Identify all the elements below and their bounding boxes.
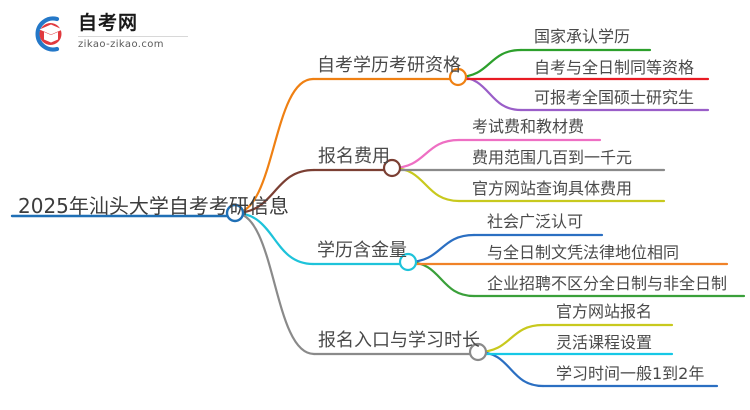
leaf-node-label-1-2[interactable]: 官方网站查询具体费用	[472, 179, 633, 198]
link-root-to-branch-1	[233, 168, 316, 215]
leaf-node-label-0-2[interactable]: 可报考全国硕士研究生	[534, 88, 695, 107]
link-root-to-branch-3	[233, 211, 316, 356]
link-root-to-branch-2	[233, 211, 315, 266]
link-branch-3-to-leaf-0	[476, 323, 545, 354]
leaf-node-label-0-0[interactable]: 国家承认学历	[534, 27, 631, 46]
node-circles	[225, 67, 488, 362]
branch-node-circle-1[interactable]	[382, 158, 402, 178]
branch-node-label-2[interactable]: 学历含金量	[317, 240, 407, 261]
leaf-node-label-3-1[interactable]: 灵活课程设置	[556, 333, 653, 352]
branch-node-circle-0[interactable]	[448, 67, 468, 87]
link-branch-0-to-leaf-0	[456, 48, 523, 79]
logo-title: 自考网	[78, 12, 139, 34]
root-node-label[interactable]: 2025年汕头大学自考考研信息	[18, 194, 289, 218]
leaf-node-label-2-2[interactable]: 企业招聘不区分全日制与非全日制	[487, 274, 728, 293]
logo-subtitle: zikao-zikao.com	[78, 39, 164, 50]
leaf-node-label-1-0[interactable]: 考试费和教材费	[472, 117, 585, 136]
branch-node-label-0[interactable]: 自考学历考研资格	[317, 55, 461, 76]
leaf-node-label-1-1[interactable]: 费用范围几百到一千元	[472, 148, 633, 167]
branch-node-label-3[interactable]: 报名入口与学习时长	[318, 330, 480, 351]
branch-node-circle-2[interactable]	[398, 252, 418, 272]
logo-divider	[78, 36, 188, 37]
site-logo: 自考网 zikao-zikao.com	[26, 10, 206, 58]
logo-mark-icon	[35, 16, 63, 52]
leaf-node-label-2-0[interactable]: 社会广泛认可	[487, 212, 584, 231]
link-root-to-branch-0	[233, 77, 315, 215]
link-branch-0-to-leaf-2	[456, 75, 523, 112]
branch-node-circle-3[interactable]	[468, 342, 488, 362]
root-node-circle[interactable]	[225, 203, 245, 223]
link-branch-3-to-leaf-2	[476, 350, 545, 388]
logo-text: 自考网 zikao-zikao.com	[78, 12, 188, 50]
link-branch-2-to-leaf-0	[406, 233, 476, 264]
leaf-node-label-3-2[interactable]: 学习时间一般1到2年	[556, 364, 705, 383]
leaf-node-label-3-0[interactable]: 官方网站报名	[556, 302, 653, 321]
link-branch-1-to-leaf-0	[390, 138, 461, 170]
node-underlines	[10, 48, 746, 388]
leaf-node-label-2-1[interactable]: 与全日制文凭法律地位相同	[487, 243, 680, 262]
link-branch-2-to-leaf-2	[406, 260, 476, 298]
link-branch-1-to-leaf-2	[390, 166, 461, 203]
leaf-node-label-0-1[interactable]: 自考与全日制同等资格	[534, 58, 695, 77]
branch-node-label-1[interactable]: 报名费用	[318, 146, 390, 167]
